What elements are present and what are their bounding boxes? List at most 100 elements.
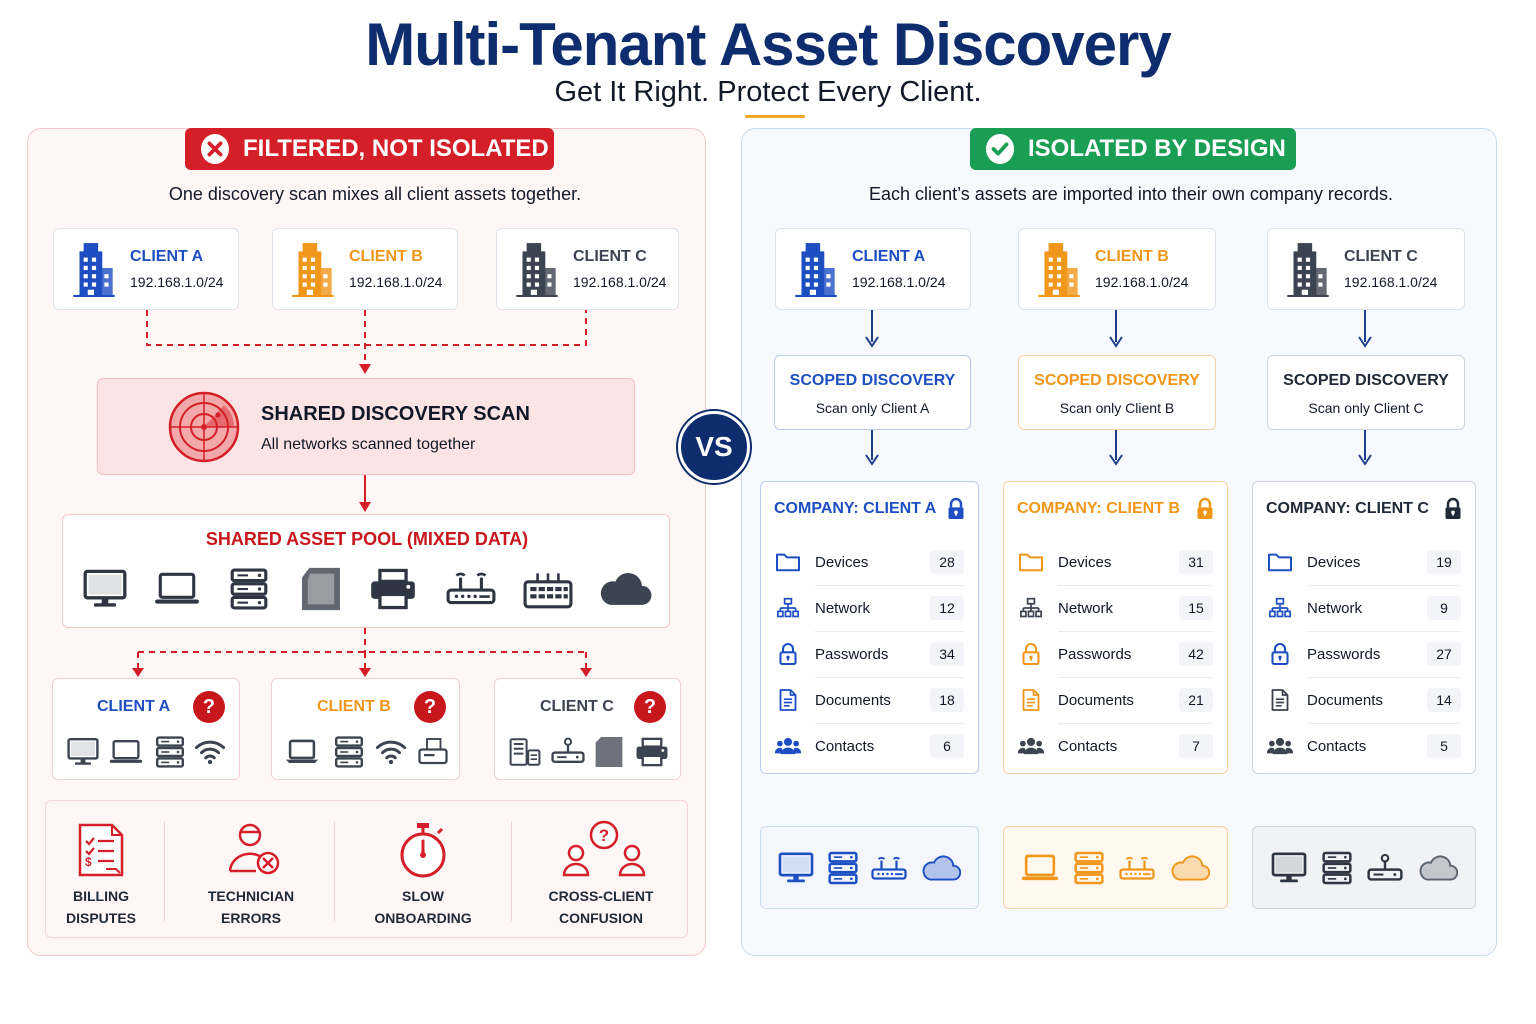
contacts-icon bbox=[1018, 734, 1044, 758]
record-count: 14 bbox=[1427, 688, 1461, 712]
record-count: 28 bbox=[930, 550, 964, 574]
folder-icon bbox=[1267, 550, 1293, 574]
record-row-contacts[interactable]: Contacts 5 bbox=[1267, 723, 1461, 769]
laptop-icon bbox=[154, 571, 200, 607]
document-icon bbox=[1267, 688, 1293, 712]
scan-subtitle: All networks scanned together bbox=[261, 436, 476, 453]
shared-discovery-scan: SHARED DISCOVERY SCAN All networks scann… bbox=[97, 378, 635, 475]
network-icon bbox=[775, 596, 801, 620]
record-label: Passwords bbox=[1307, 645, 1381, 663]
lock-icon bbox=[1267, 642, 1293, 666]
issue-line-1: BILLING bbox=[73, 888, 129, 904]
record-count: 7 bbox=[1179, 734, 1213, 758]
client-name: CLIENT B bbox=[349, 248, 423, 265]
company-header: COMPANY: CLIENT B bbox=[1004, 482, 1227, 536]
record-count: 27 bbox=[1427, 642, 1461, 666]
scoped-title: SCOPED DISCOVERY bbox=[1283, 372, 1449, 389]
client-name: CLIENT B bbox=[1095, 248, 1169, 265]
record-row-devices[interactable]: Devices 19 bbox=[1267, 539, 1461, 585]
scoped-subtitle: Scan only Client C bbox=[1308, 400, 1424, 416]
issue-line-1: SLOW bbox=[402, 888, 444, 904]
left-client-card-a: CLIENT A 192.168.1.0/24 bbox=[53, 228, 239, 310]
record-row-passwords[interactable]: Passwords 42 bbox=[1018, 631, 1213, 677]
record-row-documents[interactable]: Documents 14 bbox=[1267, 677, 1461, 723]
router-icon bbox=[446, 569, 496, 607]
record-count: 6 bbox=[930, 734, 964, 758]
client-subnet: 192.168.1.0/24 bbox=[573, 274, 667, 290]
title-underline bbox=[745, 115, 805, 118]
client-name: CLIENT C bbox=[540, 698, 614, 715]
record-label: Network bbox=[1307, 599, 1363, 617]
question-icon: ? bbox=[414, 691, 446, 723]
cloud-icon bbox=[1418, 854, 1458, 882]
scoped-title: SCOPED DISCOVERY bbox=[789, 372, 956, 389]
company-header: COMPANY: CLIENT A bbox=[761, 482, 978, 536]
monitor-icon bbox=[67, 737, 99, 767]
record-label: Devices bbox=[1058, 553, 1112, 571]
cross-client-confusion-icon: ? bbox=[562, 820, 646, 877]
pool-title: SHARED ASSET POOL (MIXED DATA) bbox=[205, 529, 529, 549]
filtered-description: One discovery scan mixes all client asse… bbox=[168, 184, 582, 204]
laptop-icon bbox=[109, 738, 143, 766]
isolated-badge-label: ISOLATED BY DESIGN bbox=[1028, 135, 1286, 162]
filtered-badge-label: FILTERED, NOT ISOLATED bbox=[243, 135, 549, 162]
scoped-discovery-b: SCOPED DISCOVERY Scan only Client B bbox=[1018, 355, 1216, 430]
divider bbox=[1058, 631, 1213, 632]
scan-title: SHARED DISCOVERY SCAN bbox=[261, 403, 530, 425]
record-count: 34 bbox=[930, 642, 964, 666]
record-label: Passwords bbox=[815, 645, 889, 663]
server-icon bbox=[828, 851, 858, 885]
wifi-icon bbox=[193, 737, 227, 765]
router-icon bbox=[1119, 853, 1155, 883]
record-label: Contacts bbox=[815, 737, 875, 755]
right-client-card-a: CLIENT A 192.168.1.0/24 bbox=[775, 228, 971, 310]
server-tower-icon bbox=[509, 737, 541, 767]
record-count: 31 bbox=[1179, 550, 1213, 574]
record-row-network[interactable]: Network 15 bbox=[1018, 585, 1213, 631]
record-row-devices[interactable]: Devices 31 bbox=[1018, 539, 1213, 585]
mixed-client-card-b: CLIENT B ? bbox=[271, 678, 460, 780]
fax-icon bbox=[418, 736, 448, 766]
lock-icon bbox=[946, 497, 966, 521]
company-title: COMPANY: CLIENT C bbox=[1266, 500, 1429, 517]
cloud-icon bbox=[1170, 854, 1210, 882]
divider bbox=[511, 821, 512, 921]
record-row-contacts[interactable]: Contacts 7 bbox=[1018, 723, 1213, 769]
divider bbox=[334, 821, 335, 921]
divider bbox=[1307, 631, 1461, 632]
record-label: Devices bbox=[815, 553, 869, 571]
record-row-documents[interactable]: Documents 21 bbox=[1018, 677, 1213, 723]
issue-technician-errors: TECHNICIAN ERRORS bbox=[176, 885, 326, 929]
record-count: 19 bbox=[1427, 550, 1461, 574]
monitor-icon bbox=[1271, 852, 1307, 884]
record-row-documents[interactable]: Documents 18 bbox=[775, 677, 964, 723]
record-label: Documents bbox=[815, 691, 891, 709]
scoped-subtitle: Scan only Client A bbox=[815, 400, 930, 416]
issues-strip: $ BILLING DISPUTES TECHNICIAN ERRORS SLO… bbox=[45, 800, 688, 938]
vs-badge: VS bbox=[678, 411, 750, 483]
record-row-passwords[interactable]: Passwords 34 bbox=[775, 631, 964, 677]
divider bbox=[815, 585, 964, 586]
network-icon bbox=[1267, 596, 1293, 620]
issue-cross-client-confusion: CROSS-CLIENT CONFUSION bbox=[516, 885, 686, 929]
record-row-devices[interactable]: Devices 28 bbox=[775, 539, 964, 585]
document-icon bbox=[1018, 688, 1044, 712]
mixed-client-card-a: CLIENT A ? bbox=[52, 678, 240, 780]
record-count: 18 bbox=[930, 688, 964, 712]
record-label: Devices bbox=[1307, 553, 1361, 571]
record-count: 42 bbox=[1179, 642, 1213, 666]
building-icon bbox=[1037, 241, 1081, 297]
record-label: Contacts bbox=[1058, 737, 1118, 755]
record-row-contacts[interactable]: Contacts 6 bbox=[775, 723, 964, 769]
page-subtitle: Get It Right. Protect Every Client. bbox=[554, 76, 982, 108]
record-label: Contacts bbox=[1307, 737, 1367, 755]
record-row-passwords[interactable]: Passwords 27 bbox=[1267, 631, 1461, 677]
mixed-client-card-c: CLIENT C ? bbox=[494, 678, 681, 780]
client-name: CLIENT A bbox=[852, 248, 926, 265]
record-row-network[interactable]: Network 12 bbox=[775, 585, 964, 631]
record-row-network[interactable]: Network 9 bbox=[1267, 585, 1461, 631]
issue-line-1: TECHNICIAN bbox=[207, 888, 295, 904]
client-name: CLIENT C bbox=[1344, 248, 1418, 265]
check-circle-icon bbox=[986, 134, 1014, 164]
scoped-discovery-c: SCOPED DISCOVERY Scan only Client C bbox=[1267, 355, 1465, 430]
